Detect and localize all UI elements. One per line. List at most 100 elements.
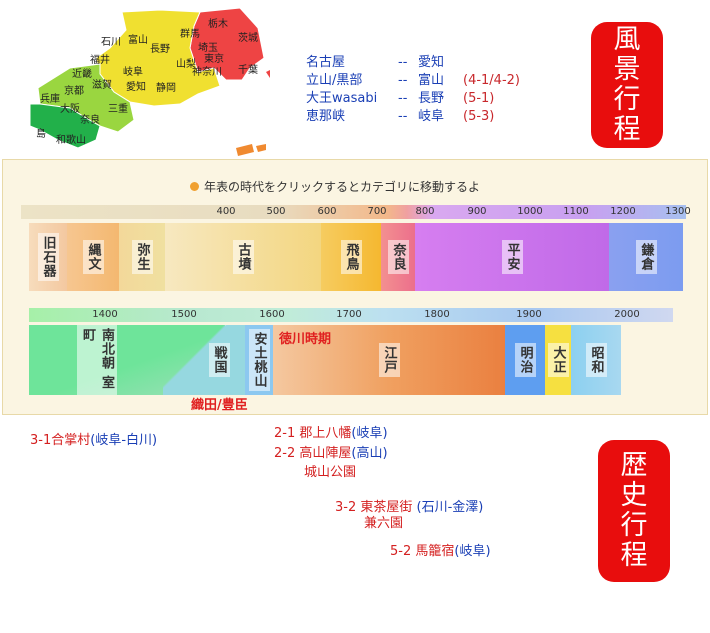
year-tick: 600 xyxy=(317,206,337,217)
era-taisho[interactable]: 大正 xyxy=(545,325,571,395)
map-label-kyoto: 京都 xyxy=(64,86,84,97)
scenery-pref: 長野 xyxy=(418,91,445,106)
region-west xyxy=(29,103,101,149)
island-3 xyxy=(266,70,270,78)
history-name: 郡上八幡 xyxy=(299,426,352,441)
timeline-panel: 年表の時代をクリックするとカテゴリに移動するよ 400 500 600 700 … xyxy=(2,159,708,415)
map-label-chiba: 千葉 xyxy=(238,65,258,76)
map-label-aichi: 愛知 xyxy=(126,82,146,93)
era-sengoku[interactable]: 戦国 xyxy=(163,325,245,395)
era-nara[interactable]: 奈良 xyxy=(381,223,415,291)
year-tick: 900 xyxy=(467,206,487,217)
map-label-kinki: 近畿 xyxy=(72,69,92,80)
history-num: 2-1 xyxy=(274,426,296,441)
era-label: 南北朝 室町 xyxy=(77,325,117,395)
era-azuchi[interactable]: 安土桃山 xyxy=(245,325,273,395)
history-num: 3-2 xyxy=(335,500,357,515)
timeline-hint-text: 年表の時代をクリックするとカテゴリに移動するよ xyxy=(204,180,481,194)
scenery-ref: (4-1/4-2) xyxy=(463,73,520,88)
region-chubu xyxy=(95,9,221,107)
year-tick: 1300 xyxy=(665,206,691,217)
badge-char: 程 xyxy=(613,114,641,145)
year-tick: 800 xyxy=(415,206,435,217)
badge-char: 風 xyxy=(613,24,641,55)
history-item: 3-1合掌村(岐阜-白川) xyxy=(30,432,157,450)
badge-char: 景 xyxy=(613,54,641,85)
map-label-mie: 三重 xyxy=(108,104,128,115)
map-label-shima: 島 xyxy=(36,129,46,140)
map-label-ibaraki: 茨城 xyxy=(238,33,258,44)
map-svg xyxy=(29,7,270,156)
map-label-shizuoka: 静岡 xyxy=(156,83,176,94)
map-label-nara: 奈良 xyxy=(80,115,100,126)
era-yayoi[interactable]: 弥生 xyxy=(119,223,165,291)
history-item: 2-2 高山陣屋(高山) xyxy=(274,445,388,463)
scenery-place: 立山/黒部 xyxy=(306,73,363,88)
era-label: 鎌倉 xyxy=(635,240,657,274)
history-num: 5-2 xyxy=(390,544,412,559)
era-jomon[interactable]: 縄文 xyxy=(67,223,119,291)
era-showa[interactable]: 昭和 xyxy=(571,325,621,395)
era-kyusekki[interactable]: 旧石器 xyxy=(29,223,67,291)
map-label-kanagawa: 神奈川 xyxy=(192,67,222,78)
era-kofun[interactable]: 古墳 xyxy=(165,223,321,291)
history-item: 城山公園 xyxy=(304,464,356,482)
year-tick: 1500 xyxy=(171,309,197,320)
badge-char: 行 xyxy=(613,84,641,115)
history-name: 城山公園 xyxy=(304,465,357,480)
map-label-tokyo: 東京 xyxy=(204,54,224,65)
history-item: 3-2 東茶屋街 (石川-金澤) xyxy=(335,499,483,517)
map-label-yamanashi: 山梨 xyxy=(176,59,196,70)
scenery-dash: -- xyxy=(398,55,408,70)
history-loc: (石川-金澤) xyxy=(416,500,484,515)
map-label-toyama: 富山 xyxy=(128,35,148,46)
era-asuka[interactable]: 飛鳥 xyxy=(321,223,381,291)
year-tick: 500 xyxy=(266,206,286,217)
island-2 xyxy=(256,144,266,152)
era-label: 明治 xyxy=(514,343,536,377)
history-loc: (高山) xyxy=(351,446,388,461)
era-heian[interactable]: 平安 xyxy=(415,223,609,291)
history-name: 東茶屋街 xyxy=(360,500,413,515)
scenery-pref: 富山 xyxy=(418,73,445,88)
era-meiji[interactable]: 明治 xyxy=(505,325,545,395)
map-label-ishikawa: 石川 xyxy=(101,37,121,48)
scenery-dash: -- xyxy=(398,73,408,88)
japan-map: 栃木 群馬 茨城 石川 富山 埼玉 福井 長野 東京 千葉 山梨 神奈川 近畿 … xyxy=(29,7,270,158)
history-itinerary-badge: 歴 史 行 程 xyxy=(598,440,670,582)
era-label: 大正 xyxy=(547,343,569,377)
tokugawa-note: 徳川時期 xyxy=(279,332,332,347)
badge-char: 史 xyxy=(620,480,648,511)
map-label-hyogo: 兵庫 xyxy=(40,94,60,105)
badge-char: 程 xyxy=(620,540,648,571)
era-edo[interactable]: 江戸 xyxy=(273,325,505,395)
history-name: 合掌村 xyxy=(51,433,91,448)
year-tick: 700 xyxy=(367,206,387,217)
map-label-osaka: 大阪 xyxy=(60,104,80,115)
era-label: 江戸 xyxy=(378,343,400,377)
scenery-place: 大王wasabi xyxy=(306,91,378,106)
map-label-gifu: 岐阜 xyxy=(123,67,143,78)
year-tick: 400 xyxy=(216,206,236,217)
history-loc: (岐阜) xyxy=(454,544,491,559)
map-label-nagano: 長野 xyxy=(150,44,170,55)
timeline-hint: 年表の時代をクリックするとカテゴリに移動するよ xyxy=(190,178,480,195)
scenery-dash: -- xyxy=(398,91,408,106)
map-label-tochigi: 栃木 xyxy=(208,19,228,30)
map-label-wakayama: 和歌山 xyxy=(56,135,86,146)
map-label-shiga: 滋賀 xyxy=(92,80,112,91)
history-loc: (岐阜-白川) xyxy=(90,433,158,448)
era-label: 古墳 xyxy=(232,240,254,274)
year-tick: 1100 xyxy=(563,206,589,217)
era-label: 平安 xyxy=(501,240,523,274)
scenery-itinerary-badge: 風 景 行 程 xyxy=(591,22,663,148)
era-kamakura[interactable]: 鎌倉 xyxy=(609,223,683,291)
year-tick: 1000 xyxy=(517,206,543,217)
badge-char: 行 xyxy=(620,510,648,541)
map-label-fukui: 福井 xyxy=(90,55,110,66)
map-label-saitama: 埼玉 xyxy=(198,43,218,54)
history-name: 馬籠宿 xyxy=(415,544,455,559)
history-loc: (岐阜) xyxy=(351,426,388,441)
scenery-ref: (5-3) xyxy=(463,109,495,124)
era-label: 安土桃山 xyxy=(248,329,270,391)
